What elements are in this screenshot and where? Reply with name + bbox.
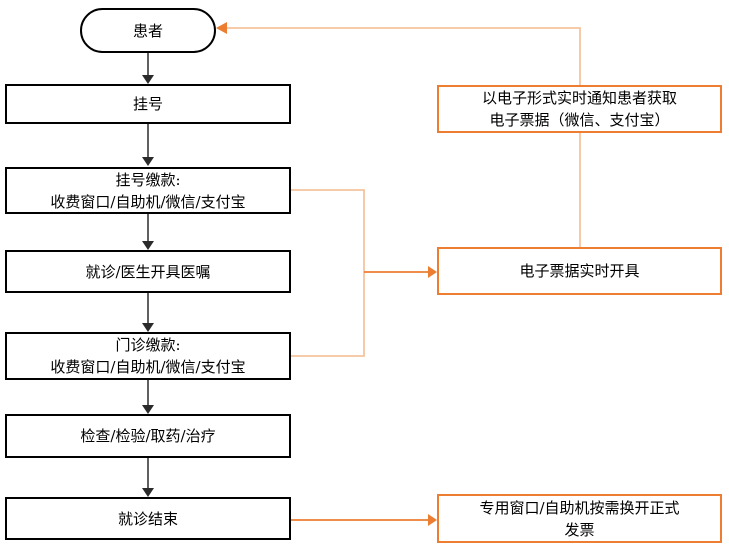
edge-einvoice-to-patient xyxy=(216,22,581,247)
node-outpatient-pay-label-line2: 收费窗口/自助机/微信/支付宝 xyxy=(50,358,246,376)
edge-register-pay-to-merge xyxy=(291,189,365,272)
node-formal-invoice-label-line2: 发票 xyxy=(564,520,595,539)
node-formal-invoice: 专用窗口/自助机按需换开正式 发票 xyxy=(437,494,722,543)
node-register-pay-label-line1: 挂号缴款: xyxy=(115,170,181,189)
node-visit-end-label: 就诊结束 xyxy=(117,509,178,528)
edge-treatment-to-visit-end xyxy=(142,458,154,497)
edge-register-to-register-pay xyxy=(142,124,154,166)
node-notify-patient: 以电子形式实时通知患者获取 电子票据（微信、支付宝） xyxy=(437,85,722,133)
edge-patient-to-register xyxy=(142,53,154,84)
edge-visit-end-to-formal-invoice xyxy=(291,514,437,526)
edge-doctor-visit-to-outpatient-pay xyxy=(142,293,154,332)
node-doctor-visit-label: 就诊/医生开具医嘱 xyxy=(85,262,211,281)
edge-register-pay-to-doctor-visit xyxy=(142,214,154,250)
node-notify-patient-label-line2: 电子票据（微信、支付宝） xyxy=(489,111,670,129)
node-treatment-label: 检查/检验/取药/治疗 xyxy=(80,427,216,445)
node-register-label: 挂号 xyxy=(132,95,163,113)
edge-outpatient-pay-to-merge xyxy=(291,272,365,357)
edge-merge-to-einvoice xyxy=(364,266,437,278)
node-einvoice-realtime-label: 电子票据实时开具 xyxy=(519,262,640,280)
node-outpatient-pay: 门诊缴款: 收费窗口/自助机/微信/支付宝 xyxy=(5,332,291,380)
node-register-pay: 挂号缴款: 收费窗口/自助机/微信/支付宝 xyxy=(5,167,291,214)
node-patient-label: 患者 xyxy=(132,21,163,40)
node-register-pay-label-line2: 收费窗口/自助机/微信/支付宝 xyxy=(50,192,246,211)
node-einvoice-realtime: 电子票据实时开具 xyxy=(437,247,722,295)
node-formal-invoice-label-line1: 专用窗口/自助机按需换开正式 xyxy=(479,498,680,517)
node-treatment: 检查/检验/取药/治疗 xyxy=(5,414,291,458)
edge-outpatient-pay-to-treatment xyxy=(142,380,154,414)
node-visit-end: 就诊结束 xyxy=(5,497,291,540)
node-doctor-visit: 就诊/医生开具医嘱 xyxy=(5,250,291,293)
node-notify-patient-label-line1: 以电子形式实时通知患者获取 xyxy=(481,89,677,107)
node-outpatient-pay-label-line1: 门诊缴款: xyxy=(115,336,181,354)
node-register: 挂号 xyxy=(5,84,291,124)
node-patient: 患者 xyxy=(80,8,216,53)
